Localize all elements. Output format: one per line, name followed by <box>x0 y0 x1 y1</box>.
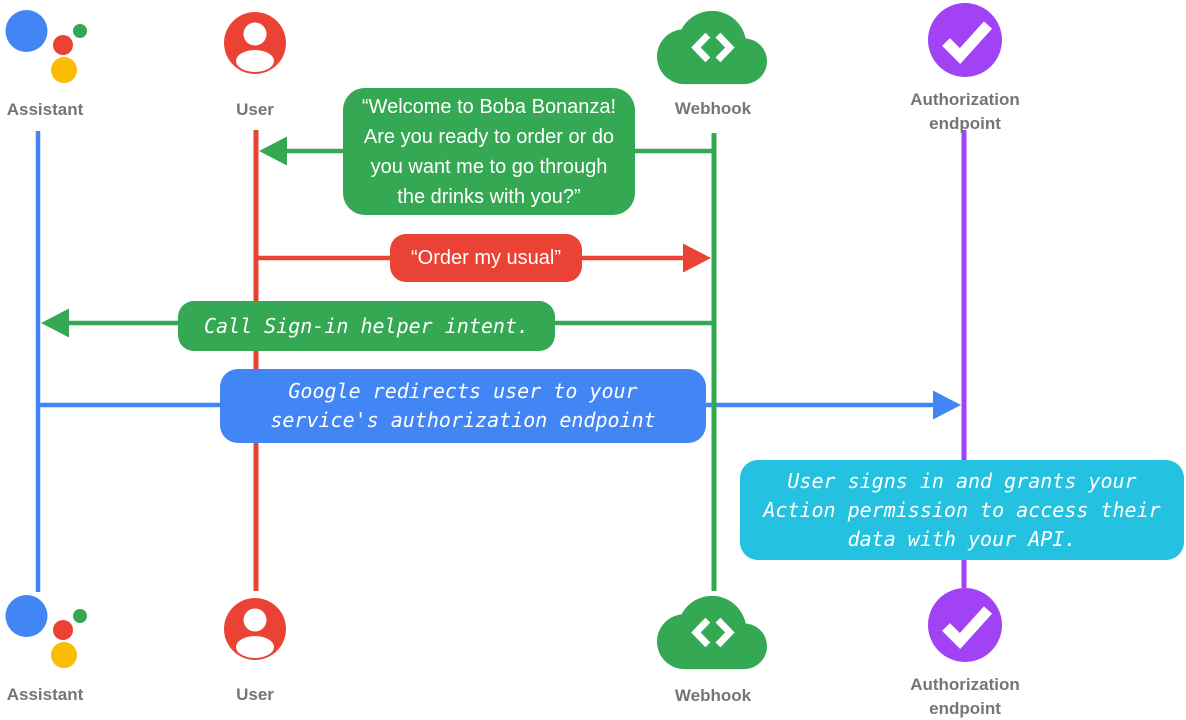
code-brackets-icon <box>691 617 735 648</box>
actor-label-auth-top: Authorization endpoint <box>910 90 1020 133</box>
actor-label-user-bottom: User <box>236 685 274 704</box>
arrowhead-to-webhook <box>683 243 711 273</box>
auth-check-icon <box>928 3 1002 77</box>
actor-label-assistant-bottom: Assistant <box>6 685 84 704</box>
google-assistant-icon <box>5 595 87 668</box>
actor-label-user-top: User <box>236 100 274 119</box>
user-icon <box>224 12 286 74</box>
message-redirect-box: Google redirects user to your service's … <box>220 369 706 443</box>
user-icon <box>224 598 286 660</box>
note-user-grants-box: User signs in and grants your Action per… <box>740 460 1184 560</box>
actor-label-auth-bottom: Authorization endpoint <box>910 675 1020 718</box>
message-welcome-box: “Welcome to Boba Bonanza! Are you ready … <box>343 88 635 215</box>
actor-label-assistant-top: Assistant <box>6 100 84 119</box>
actor-label-webhook-top: Webhook <box>674 99 752 118</box>
code-brackets-icon <box>691 32 735 63</box>
auth-check-icon <box>928 588 1002 662</box>
arrowhead-to-auth <box>933 390 961 420</box>
message-order-box: “Order my usual” <box>390 234 582 282</box>
actor-label-webhook-bottom: Webhook <box>674 686 752 705</box>
google-assistant-icon <box>5 10 87 83</box>
arrowhead-to-assistant <box>41 308 69 338</box>
arrowhead-to-user <box>259 136 287 166</box>
webhook-cloud-icon <box>657 595 767 670</box>
webhook-cloud-icon <box>657 10 767 85</box>
message-signin-box: Call Sign-in helper intent. <box>178 301 555 351</box>
